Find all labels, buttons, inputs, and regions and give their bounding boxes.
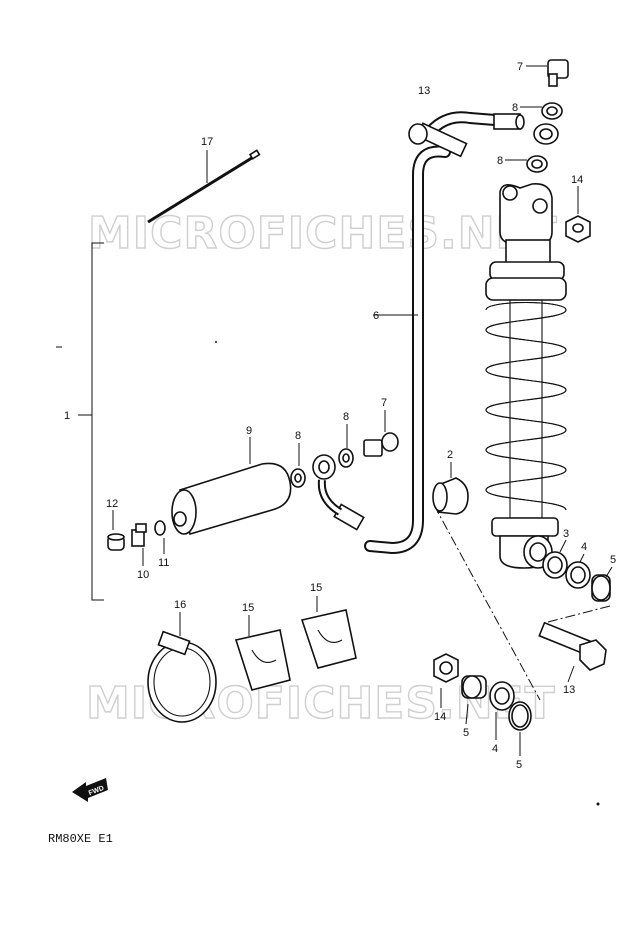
- callout-14-top: 14: [571, 174, 583, 186]
- shock-absorber-part: [485, 182, 567, 569]
- reservoir-hose-part: [312, 111, 525, 555]
- axis-line-right: [547, 605, 611, 623]
- cable-tie-part: [147, 149, 261, 224]
- callout-5-right: 5: [610, 554, 616, 566]
- callout-14-lower: 14: [434, 711, 446, 723]
- callout-7-top: 7: [517, 61, 523, 73]
- callout-16: 16: [174, 599, 186, 611]
- bush-part: [432, 462, 469, 515]
- callout-4-right: 4: [581, 541, 587, 553]
- lower-left-bushings: [433, 653, 532, 756]
- callout-5-lower: 5: [463, 727, 469, 739]
- forward-arrow-icon: FWD: [72, 778, 108, 802]
- callout-8-left: 8: [295, 430, 301, 442]
- watermark-top: MICROFICHES.NET: [88, 208, 558, 259]
- reservoir-part: [171, 410, 399, 536]
- callout-13-top: 13: [418, 85, 430, 97]
- callout-11: 11: [158, 557, 169, 569]
- top-nut-part: [565, 186, 591, 243]
- model-code: RM80XE E1: [48, 832, 113, 846]
- callout-8-second: 8: [497, 155, 503, 167]
- axis-line: [433, 504, 541, 701]
- callout-5-bottom: 5: [516, 759, 522, 771]
- top-bolt-washers: [505, 59, 569, 173]
- callout-15-left: 15: [242, 602, 254, 614]
- callout-7-middle: 7: [381, 397, 387, 409]
- callout-6: 6: [373, 310, 379, 322]
- lower-right-bushings: [542, 539, 613, 602]
- callout-15-right: 15: [310, 582, 322, 594]
- lower-bolt-part: [538, 621, 607, 683]
- callout-17: 17: [201, 136, 213, 148]
- callout-12: 12: [106, 498, 118, 510]
- callout-3: 3: [563, 528, 569, 540]
- cushion-parts: [234, 596, 357, 691]
- callout-9: 9: [246, 425, 252, 437]
- callout-1: 1: [64, 410, 70, 422]
- valve-fittings: [107, 510, 166, 566]
- callout-2: 2: [447, 449, 453, 461]
- assembly-bracket: [56, 242, 104, 601]
- clamp-part: [147, 612, 217, 723]
- callout-13-lower: 13: [563, 684, 575, 696]
- callout-8-top: 8: [512, 102, 518, 114]
- callout-4-lower: 4: [492, 743, 498, 755]
- callout-10: 10: [137, 569, 149, 581]
- callout-8-middle: 8: [343, 411, 349, 423]
